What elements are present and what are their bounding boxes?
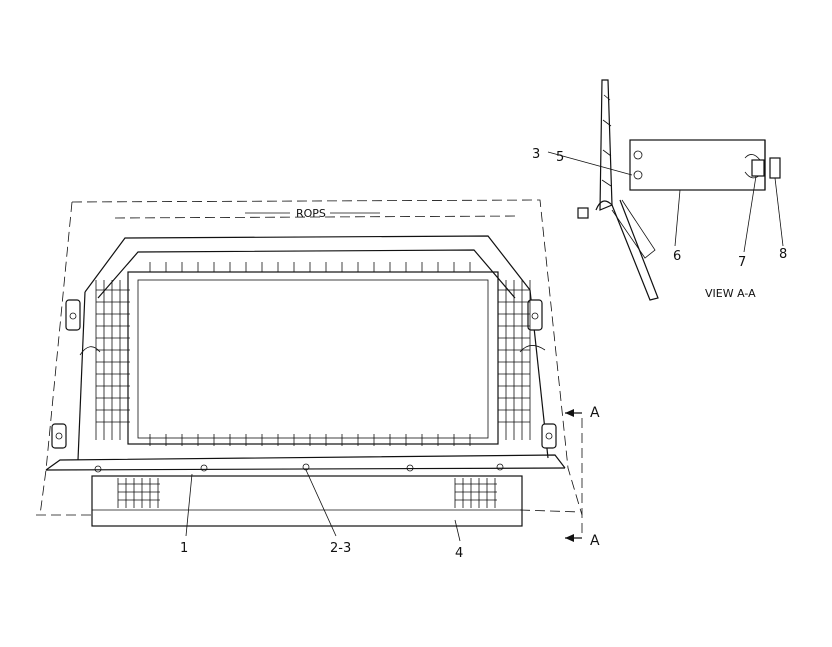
- guard-bottom-bar: [45, 454, 566, 471]
- callout-8: 8: [779, 247, 787, 262]
- callout-3: 3: [532, 147, 540, 162]
- main-leaders: [185, 469, 461, 542]
- mesh-window: [95, 262, 531, 446]
- callout-4: 4: [455, 546, 463, 561]
- mounting-brackets: [51, 299, 557, 449]
- lower-guard: [91, 475, 523, 527]
- callout-1: 1: [180, 541, 188, 556]
- callout-7: 7: [738, 255, 746, 270]
- rops-dimension: ROPS: [245, 207, 380, 220]
- view-a-a-label: VIEW A-A: [705, 287, 756, 300]
- section-a-bottom: A: [590, 533, 600, 549]
- guard-side-panels: [77, 289, 549, 461]
- guard-top-bar: [84, 235, 531, 299]
- callout-6: 6: [673, 249, 681, 264]
- view-a-a-detail: [547, 79, 784, 301]
- callout-5: 5: [556, 150, 564, 165]
- section-a-top: A: [590, 405, 600, 421]
- rops-label: ROPS: [296, 207, 326, 220]
- section-line: [565, 409, 583, 542]
- callout-2-3: 2-3: [330, 541, 351, 556]
- cab-outline: [36, 199, 583, 516]
